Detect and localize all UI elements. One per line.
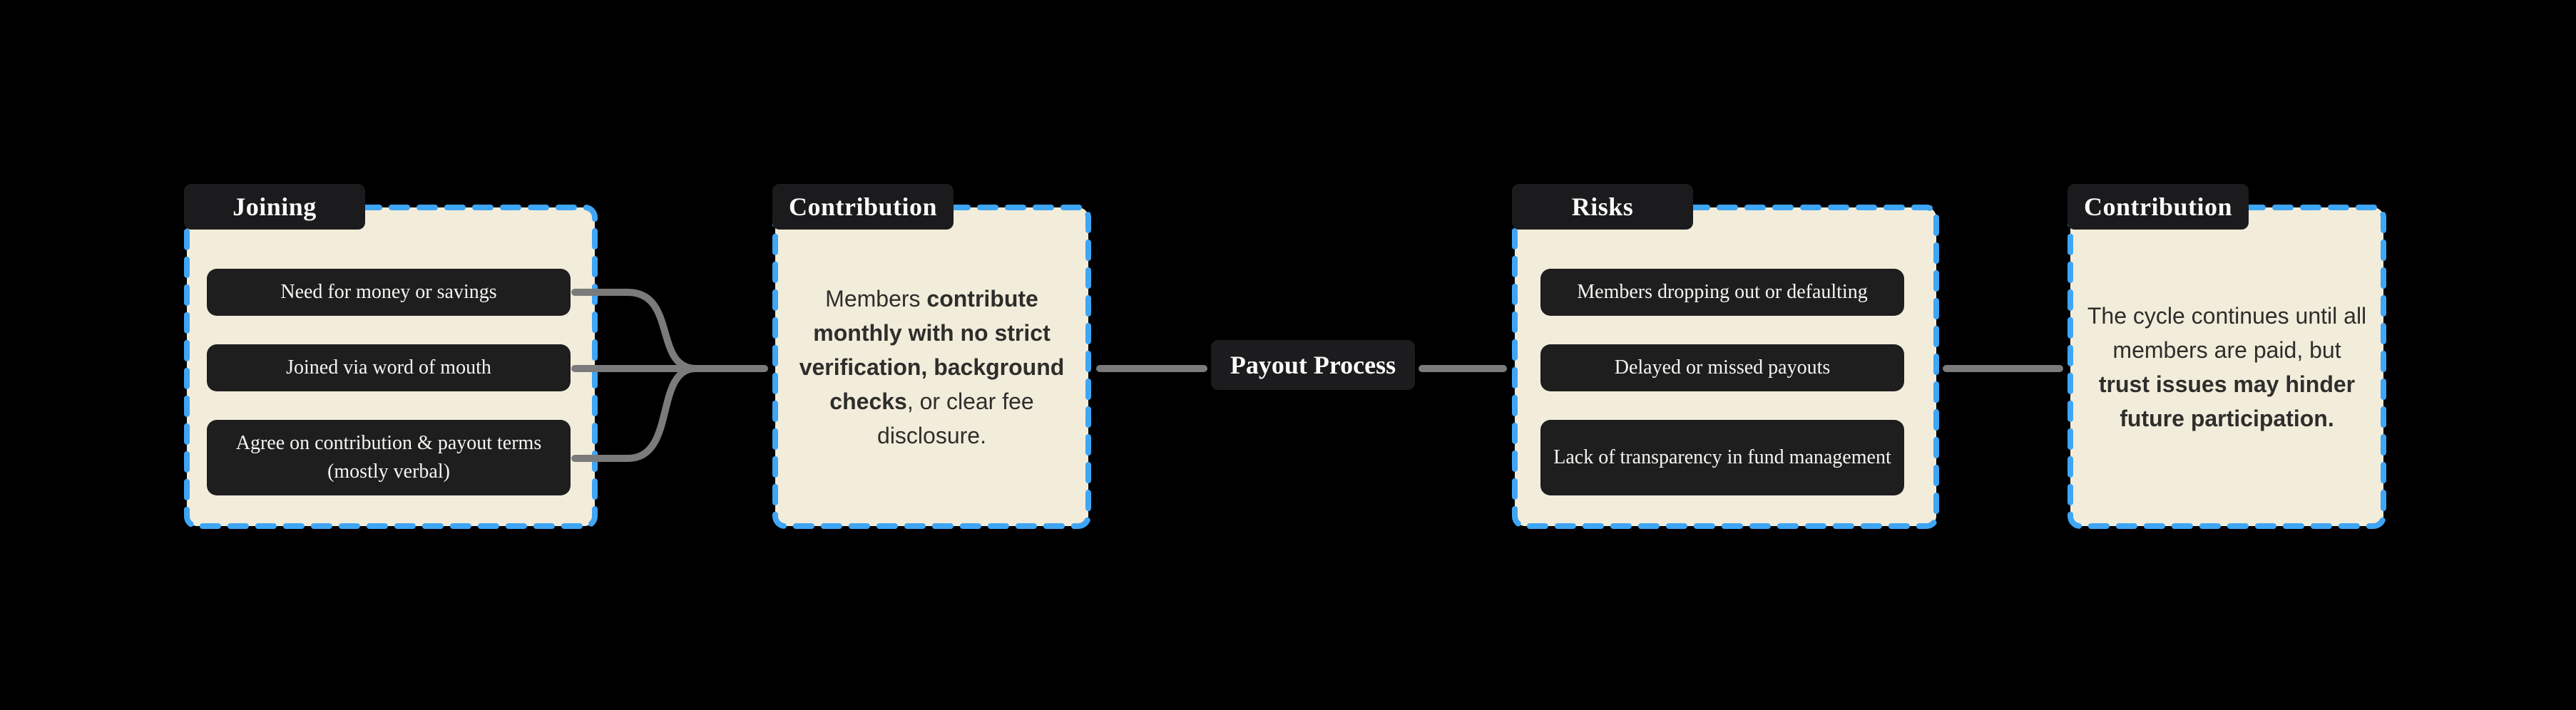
risk-item-delayed-payouts: Delayed or missed payouts: [1540, 344, 1904, 391]
contribution-2-group-label: Contribution: [2068, 184, 2249, 230]
payout-process-node: Payout Process: [1211, 340, 1415, 390]
contribution-1-body-text: Members contribute monthly with no stric…: [782, 205, 1081, 529]
contribution-2-body-text: The cycle continues until all members ar…: [2076, 205, 2378, 529]
contribution-2-paragraph: The cycle continues until all members ar…: [2087, 302, 2367, 431]
risk-item-dropping-out: Members dropping out or defaulting: [1540, 269, 1904, 316]
risks-group-label: Risks: [1512, 184, 1693, 230]
joining-item-word-of-mouth: Joined via word of mouth: [207, 344, 571, 391]
risk-item-lack-of-transparency: Lack of transparency in fund management: [1540, 420, 1904, 495]
joining-group-label: Joining: [184, 184, 365, 230]
connector-joining-item1-merge: [571, 289, 700, 372]
joining-item-agree-terms: Agree on contribution & payout terms (mo…: [207, 420, 571, 495]
contribution-1-group-label: Contribution: [772, 184, 954, 230]
joining-item-need-for-money: Need for money or savings: [207, 269, 571, 316]
contribution-1-paragraph: Members contribute monthly with no stric…: [799, 285, 1065, 448]
connector-joining-item3-merge: [571, 365, 700, 462]
